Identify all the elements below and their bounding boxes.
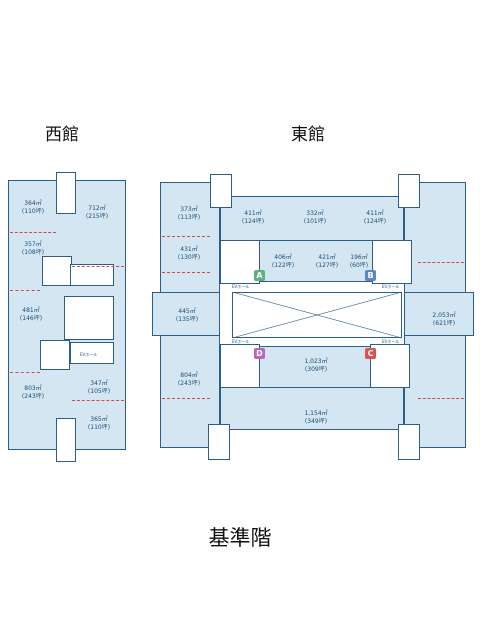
east-room: 406㎡(122坪) [271, 254, 295, 269]
west-top-stair [56, 172, 76, 214]
east-room: 196㎡(60坪) [349, 254, 369, 269]
east-room: 332㎡(101坪) [303, 210, 327, 225]
east-room: 1,154㎡(349坪) [304, 410, 328, 425]
east-floor-area-mid-right [404, 292, 474, 336]
core-d-badge: D [254, 348, 265, 359]
west-ev-hall-upper [70, 264, 114, 286]
core-a-badge: A [254, 270, 265, 281]
east-room: 411㎡(124坪) [241, 210, 265, 225]
west-room: 481㎡(146坪) [19, 307, 43, 322]
east-building-label: 東館 [291, 125, 325, 145]
east-room: 2,053㎡(621坪) [432, 312, 456, 327]
ev-hall-label-d: EVホール [232, 339, 250, 344]
west-ev-hall-lower [70, 342, 114, 364]
east-divider [162, 236, 210, 237]
east-core-a [220, 240, 260, 284]
floor-title: 基準階 [208, 526, 272, 550]
east-core-b [372, 240, 412, 284]
east-tower-nw [210, 174, 232, 208]
east-core-c [370, 344, 410, 388]
west-divider [10, 290, 40, 291]
east-room: 373㎡(113坪) [177, 206, 201, 221]
east-room: 804㎡(243坪) [177, 372, 201, 387]
west-core-upper [42, 256, 72, 286]
west-room: 364㎡(110坪) [21, 200, 45, 215]
core-c-badge: C [365, 348, 376, 359]
east-room: 445㎡(135坪) [175, 308, 199, 323]
west-room: 365㎡(110坪) [87, 416, 111, 431]
west-room: 357㎡(108坪) [21, 241, 45, 256]
east-room: 411㎡(124坪) [363, 210, 387, 225]
east-divider [418, 262, 464, 263]
east-tower-ne [398, 174, 420, 208]
west-ev-hall-label: EVホール [80, 352, 98, 357]
east-room: 421㎡(127坪) [315, 254, 339, 269]
east-room: 1,023㎡(309坪) [304, 358, 328, 373]
east-tower-se [398, 424, 420, 460]
east-divider [418, 398, 464, 399]
east-core-d [220, 344, 260, 388]
atrium-cross-lines [232, 292, 402, 338]
west-core-lower [40, 340, 70, 370]
ev-hall-label-c: EVホール [382, 339, 400, 344]
east-inner-south [252, 346, 378, 388]
west-bottom-stair [56, 418, 76, 462]
east-divider [162, 398, 210, 399]
west-atrium [64, 296, 114, 340]
west-divider [10, 232, 56, 233]
east-inner-north [252, 240, 378, 282]
east-tower-sw [208, 424, 230, 460]
east-divider [162, 272, 210, 273]
west-divider [72, 400, 124, 401]
ev-hall-label-b: EVホール [382, 284, 400, 289]
core-b-badge: B [365, 270, 376, 281]
west-room: 803㎡(243坪) [21, 385, 45, 400]
west-divider [10, 372, 40, 373]
west-divider [72, 266, 124, 267]
ev-hall-label-a: EVホール [232, 284, 250, 289]
west-room: 347㎡(105坪) [87, 380, 111, 395]
west-room: 712㎡(215坪) [85, 205, 109, 220]
east-room: 431㎡(130坪) [177, 246, 201, 261]
west-building-label: 西館 [45, 125, 79, 145]
east-floor-area-mid-left [152, 292, 220, 336]
